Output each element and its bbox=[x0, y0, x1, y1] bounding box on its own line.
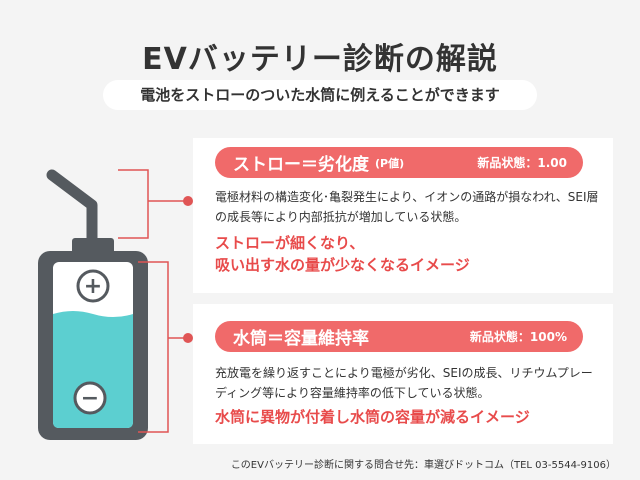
bottle-heading: 水筒＝容量維持率 bbox=[233, 329, 369, 349]
straw-description: 電極材料の構造変化･亀裂発生により、イオンの通路が損なわれ、SEI層の成長等によ… bbox=[215, 190, 599, 224]
straw-bracket bbox=[118, 169, 188, 239]
straw-panel: ストロー＝劣化度 (P値) 新品状態：1.00 電極材料の構造変化･亀裂発生によ… bbox=[193, 138, 613, 293]
page-subtitle: 電池をストローのついた水筒に例えることができます bbox=[103, 80, 537, 110]
straw-heading-sub: (P値) bbox=[375, 156, 405, 170]
bottle-panel: 水筒＝容量維持率 新品状態：100% 充放電を繰り返すことにより電極が劣化、SE… bbox=[193, 304, 613, 444]
bottle-connector-dot bbox=[183, 333, 193, 343]
page-title: EVバッテリー診断の解説 bbox=[142, 42, 498, 77]
bottle-heading-pill: 水筒＝容量維持率 新品状態：100% bbox=[215, 321, 583, 352]
bottle-description: 充放電を繰り返すことにより電極が劣化、SEIの成長、リチウムプレーディング等によ… bbox=[215, 366, 593, 400]
straw-heading-pill: ストロー＝劣化度 (P値) 新品状態：1.00 bbox=[215, 147, 583, 178]
minus-icon: − bbox=[73, 381, 107, 415]
plus-symbol: + bbox=[84, 274, 102, 299]
straw-highlight: ストローが細くなり、 吸い出す水の量が少なくなるイメージ bbox=[215, 232, 600, 276]
straw-heading: ストロー＝劣化度 bbox=[233, 155, 369, 175]
straw-connector-dot bbox=[183, 196, 193, 206]
straw-highlight-line2: 吸い出す水の量が少なくなるイメージ bbox=[215, 256, 470, 274]
water-level bbox=[53, 311, 133, 428]
contact-footer: このEVバッテリー診断に関する問合せ先：車選びドットコム（TEL 03-5544… bbox=[230, 460, 616, 471]
straw bbox=[46, 169, 98, 250]
bottle-highlight: 水筒に異物が付着し水筒の容量が減るイメージ bbox=[215, 408, 530, 426]
minus-symbol: − bbox=[81, 386, 99, 411]
straw-new-spec: 新品状態：1.00 bbox=[477, 156, 567, 170]
straw-highlight-line1: ストローが細くなり、 bbox=[215, 234, 365, 252]
plus-icon: + bbox=[76, 269, 110, 303]
bottle-new-spec: 新品状態：100% bbox=[469, 330, 567, 344]
